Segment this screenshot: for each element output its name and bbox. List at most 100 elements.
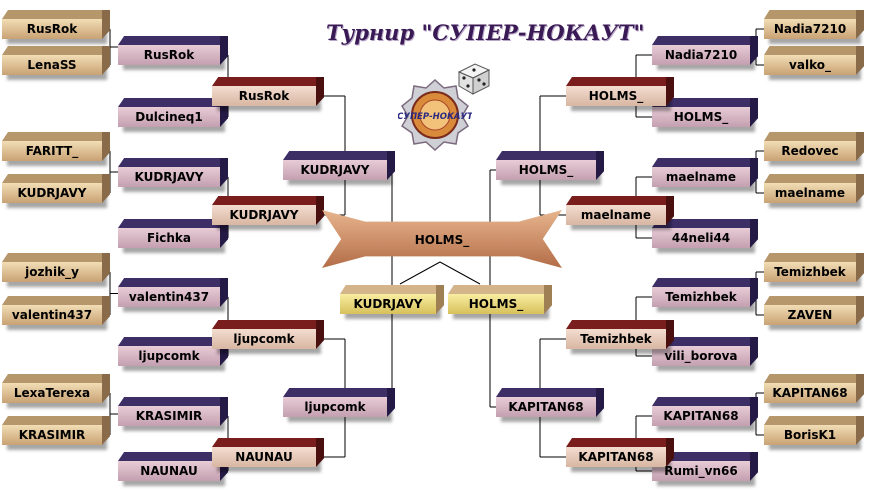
left-r2-player-box: NAUNAU: [118, 461, 220, 481]
right-r3-player-box: HOLMS_: [566, 86, 666, 106]
left-r3-player-box: RusRok: [212, 86, 316, 106]
player-name: Nadia7210: [773, 22, 847, 36]
player-name: ZAVEN: [787, 308, 833, 322]
player-name: valentin437: [128, 290, 210, 304]
left-semifinal-box: KUDRJAVY: [283, 160, 387, 180]
right-r3-player-box: Temizhbek: [566, 329, 666, 349]
logo-text: СУПЕР-НОКАУТ: [398, 112, 472, 122]
player-name: vili_borova: [664, 349, 738, 363]
player-name: maelname: [580, 208, 652, 222]
right-semifinal-box: KAPITAN68: [496, 397, 596, 417]
left-r2-player-box: Fichka: [118, 228, 220, 248]
player-name: RusRok: [238, 89, 290, 103]
right-r1-player-box: KAPITAN68: [764, 383, 856, 403]
player-name: KAPITAN68: [663, 409, 739, 423]
right-r2-player-box: KAPITAN68: [652, 406, 750, 426]
player-name: HOLMS_: [468, 297, 524, 311]
player-name: Temizhbek: [580, 332, 652, 346]
player-name: Fichka: [146, 231, 192, 245]
left-r2-player-box: valentin437: [118, 287, 220, 307]
player-name: RusRok: [26, 22, 78, 36]
left-r3-player-box: KUDRJAVY: [212, 205, 316, 225]
player-name: KAPITAN68: [578, 450, 654, 464]
right-r1-player-box: Temizhbek: [764, 262, 856, 282]
player-name: KUDRJAVY: [17, 186, 87, 200]
player-name: KAPITAN68: [772, 386, 848, 400]
player-name: maelname: [665, 170, 737, 184]
left-r1-player-box: KUDRJAVY: [2, 183, 102, 203]
right-r2-player-box: HOLMS_: [652, 107, 750, 127]
player-name: 44neli44: [671, 231, 731, 245]
right-r1-player-box: Nadia7210: [764, 19, 856, 39]
player-name: KUDRJAVY: [353, 297, 423, 311]
player-name: valentin437: [11, 308, 93, 322]
player-name: KRASIMIR: [18, 428, 86, 442]
left-r1-player-box: FARITT_: [2, 141, 102, 161]
player-name: valko_: [789, 58, 831, 72]
connector-line: [399, 261, 441, 285]
super-knockout-logo-icon: СУПЕР-НОКАУТ: [398, 78, 472, 152]
left-r1-player-box: KRASIMIR: [2, 425, 102, 445]
player-name: Temizhbek: [665, 290, 737, 304]
player-name: BorisK1: [783, 428, 837, 442]
left-r2-player-box: KUDRJAVY: [118, 167, 220, 187]
right-r1-player-box: valko_: [764, 55, 856, 75]
left-r2-player-box: KRASIMIR: [118, 406, 220, 426]
player-name: NAUNAU: [140, 464, 198, 478]
left-r3-player-box: ljupcomk: [212, 329, 316, 349]
left-r3-player-box: NAUNAU: [212, 447, 316, 467]
left-r2-player-box: Dulcineq1: [118, 107, 220, 127]
right-r2-player-box: 44neli44: [652, 228, 750, 248]
player-name: KRASIMIR: [135, 409, 203, 423]
champion-label: HOLMS_: [414, 233, 470, 247]
player-name: ljupcomk: [233, 332, 295, 346]
right-r2-player-box: Nadia7210: [652, 45, 750, 65]
player-name: HOLMS_: [673, 110, 729, 124]
right-r1-player-box: maelname: [764, 183, 856, 203]
player-name: RusRok: [143, 48, 195, 62]
player-name: KUDRJAVY: [134, 170, 204, 184]
player-name: KUDRJAVY: [229, 208, 299, 222]
right-r2-player-box: vili_borova: [652, 346, 750, 366]
connector-line: [439, 261, 481, 285]
right-r2-player-box: maelname: [652, 167, 750, 187]
player-name: Rumi_vn66: [664, 464, 738, 478]
left-semifinal-box: ljupcomk: [283, 397, 387, 417]
left-finalist-box: KUDRJAVY: [340, 294, 436, 314]
player-name: FARITT_: [25, 144, 79, 158]
right-r1-player-box: Redovec: [764, 141, 856, 161]
player-name: Temizhbek: [774, 265, 846, 279]
right-r1-player-box: BorisK1: [764, 425, 856, 445]
player-name: KUDRJAVY: [300, 163, 370, 177]
dice-icon: [457, 63, 491, 95]
player-name: KAPITAN68: [508, 400, 584, 414]
left-r1-player-box: LexaTerexa: [2, 383, 102, 403]
left-r1-player-box: LenaSS: [2, 55, 102, 75]
left-r2-player-box: ljupcomk: [118, 346, 220, 366]
player-name: LexaTerexa: [13, 386, 91, 400]
player-name: Redovec: [781, 144, 839, 158]
player-name: NAUNAU: [235, 450, 293, 464]
left-r2-player-box: RusRok: [118, 45, 220, 65]
player-name: HOLMS_: [588, 89, 644, 103]
player-name: ljupcomk: [304, 400, 366, 414]
right-r2-player-box: Rumi_vn66: [652, 461, 750, 481]
player-name: Dulcineq1: [135, 110, 203, 124]
right-r3-player-box: maelname: [566, 205, 666, 225]
left-r1-player-box: jozhik_y: [2, 262, 102, 282]
left-r1-player-box: valentin437: [2, 305, 102, 325]
player-name: ljupcomk: [138, 349, 200, 363]
player-name: LenaSS: [27, 58, 77, 72]
left-r1-player-box: RusRok: [2, 19, 102, 39]
right-semifinal-box: HOLMS_: [496, 160, 596, 180]
right-r2-player-box: Temizhbek: [652, 287, 750, 307]
player-name: jozhik_y: [25, 265, 79, 279]
player-name: maelname: [774, 186, 846, 200]
right-finalist-box: HOLMS_: [448, 294, 544, 314]
player-name: Nadia7210: [664, 48, 738, 62]
page-title: Турнир "СУПЕР-НОКАУТ": [326, 20, 645, 45]
right-r1-player-box: ZAVEN: [764, 305, 856, 325]
right-r3-player-box: KAPITAN68: [566, 447, 666, 467]
player-name: HOLMS_: [518, 163, 574, 177]
